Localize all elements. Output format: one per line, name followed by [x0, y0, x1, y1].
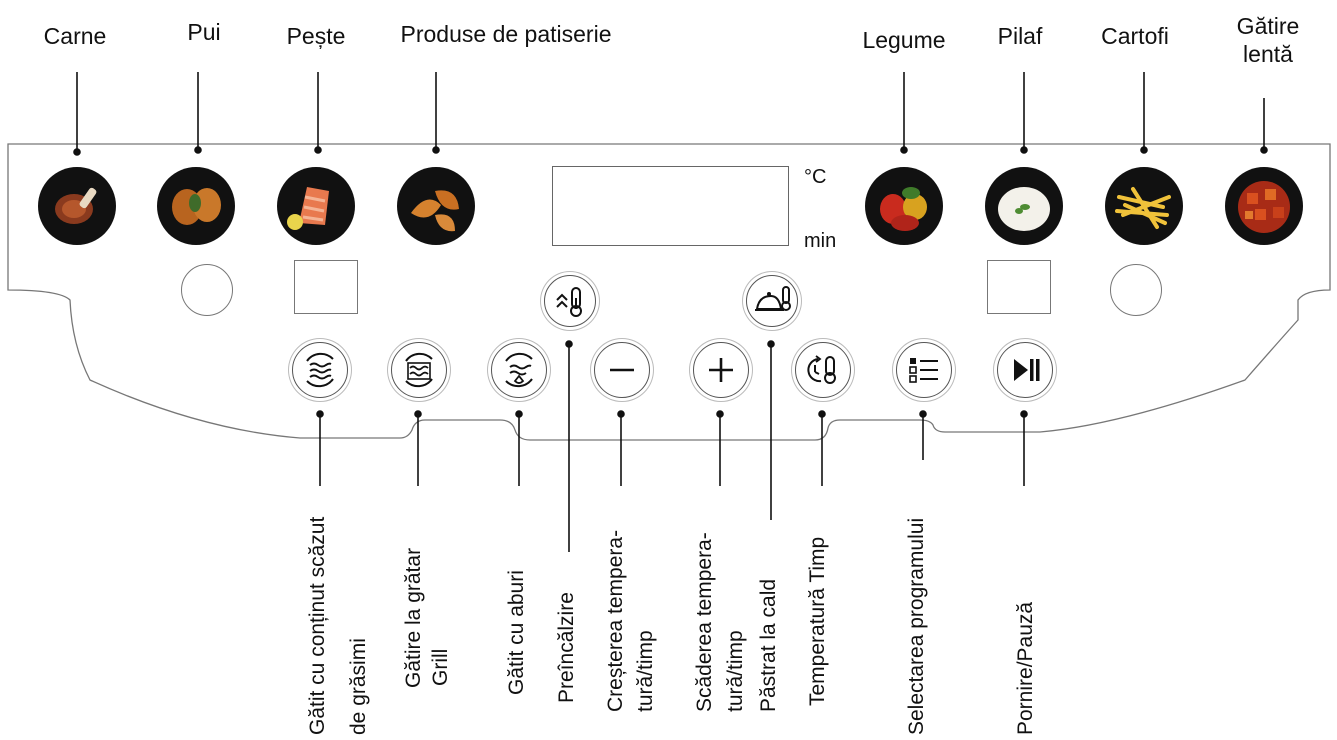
meat-program-icon[interactable]	[38, 167, 116, 245]
steam-icon	[505, 352, 533, 388]
minus-icon	[610, 368, 634, 372]
label-pilaf: Pilaf	[997, 23, 1043, 49]
menu-list-icon	[909, 358, 938, 383]
decrease-button[interactable]	[594, 342, 650, 398]
label-grill-line2: Grill	[429, 648, 452, 686]
label-gatire-lenta: Gătire lentă	[1237, 12, 1300, 68]
play-pause-icon	[1014, 359, 1040, 381]
vegetables-program-icon[interactable]	[865, 167, 943, 245]
label-peste: Pește	[286, 23, 346, 49]
slow-cook-program-icon[interactable]	[1225, 167, 1303, 245]
label-decrease-line1: Scăderea tempera-	[693, 532, 716, 712]
program-select-button[interactable]	[896, 342, 952, 398]
label-legume: Legume	[862, 27, 946, 53]
increase-button[interactable]	[693, 342, 749, 398]
fries-program-icon[interactable]	[1105, 167, 1183, 245]
label-low-fat-line2: de grăsimi	[347, 638, 370, 735]
label-keep-warm: Păstrat la cald	[757, 578, 780, 712]
plus-icon	[709, 358, 733, 382]
temperature-time-button[interactable]	[795, 342, 851, 398]
grill-icon	[405, 352, 433, 388]
label-low-fat-line1: Gătit cu conținut scăzut	[306, 516, 329, 735]
keep-warm-icon	[755, 286, 791, 311]
fish-program-icon[interactable]	[277, 167, 355, 245]
minutes-unit-label: min	[804, 230, 837, 252]
keep-warm-button[interactable]	[746, 275, 798, 327]
label-program-select: Selectarea programului	[905, 517, 928, 735]
label-pui: Pui	[187, 19, 221, 45]
label-gatire-lenta-line1: Gătire	[1236, 13, 1300, 39]
pilaf-program-icon[interactable]	[985, 167, 1063, 245]
indicator-square-left	[294, 260, 358, 314]
celsius-unit-label: °C	[804, 166, 827, 188]
label-carne: Carne	[43, 23, 107, 49]
label-preheat: Preîncălzire	[555, 592, 578, 703]
preheat-button[interactable]	[544, 275, 596, 327]
label-temperature-time: Temperatură Timp	[806, 536, 829, 706]
grill-button[interactable]	[391, 342, 447, 398]
label-increase-line1: Creșterea tempera-	[604, 529, 627, 712]
low-fat-icon	[306, 352, 334, 388]
steam-button[interactable]	[491, 342, 547, 398]
display-screen	[552, 166, 789, 246]
start-pause-button[interactable]	[997, 342, 1053, 398]
label-increase-line2: tură/timp	[634, 630, 657, 712]
label-decrease-line2: tură/timp	[724, 630, 747, 712]
label-gatire-lenta-line2: lentă	[1243, 41, 1293, 67]
label-steam: Gătit cu aburi	[505, 570, 528, 695]
preheat-icon	[556, 287, 582, 317]
clock-thermometer-icon	[807, 355, 836, 384]
label-produse-patiserie: Produse de patiserie	[400, 21, 612, 47]
indicator-square-right	[987, 260, 1051, 314]
indicator-circle-right	[1110, 264, 1162, 316]
pastry-program-icon[interactable]	[397, 167, 475, 245]
label-grill-line1: Gătire la grătar	[402, 547, 425, 688]
label-start-pause: Pornire/Pauză	[1014, 601, 1037, 735]
low-fat-button[interactable]	[292, 342, 348, 398]
chicken-program-icon[interactable]	[157, 167, 235, 245]
label-cartofi: Cartofi	[1101, 23, 1169, 49]
indicator-circle-left	[181, 264, 233, 316]
